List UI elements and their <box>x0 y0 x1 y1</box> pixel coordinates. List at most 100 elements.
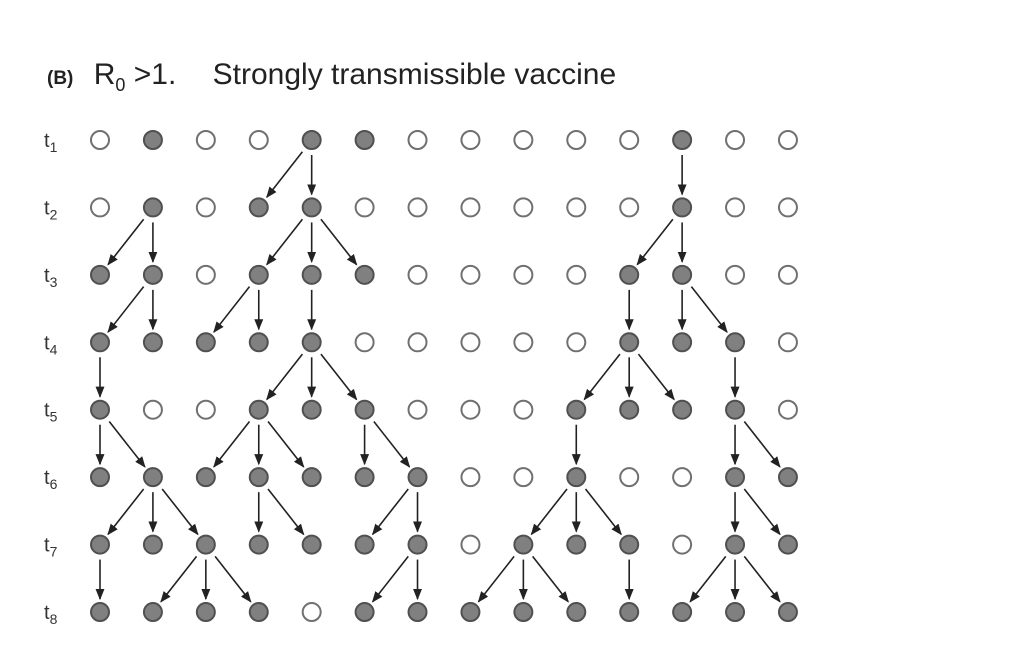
time-label: t1 <box>44 130 58 155</box>
susceptible-node <box>142 399 163 420</box>
r-condition: >1. <box>133 58 177 91</box>
infected-node <box>248 399 269 420</box>
transmission-arrow <box>371 488 409 536</box>
infected-node <box>195 602 216 623</box>
infected-node <box>672 264 693 285</box>
susceptible-node <box>619 130 640 150</box>
transmission-arrow <box>267 488 305 536</box>
infected-node <box>90 602 110 623</box>
time-label: t8 <box>44 602 58 627</box>
infected-node <box>619 264 640 285</box>
susceptible-node <box>460 399 481 420</box>
infected-node <box>354 264 375 285</box>
infected-node <box>142 467 163 488</box>
infected-node <box>407 602 428 623</box>
transmission-arrow <box>690 286 728 333</box>
infected-node <box>407 467 428 488</box>
r-subscript: 0 <box>115 75 126 95</box>
susceptible-node <box>672 467 693 488</box>
susceptible-node <box>195 130 216 150</box>
susceptible-node <box>777 197 798 218</box>
transmission-arrow <box>583 353 621 401</box>
susceptible-node <box>513 332 534 353</box>
infected-node <box>725 534 746 555</box>
transmission-arrow <box>743 421 781 468</box>
transmission-arrow <box>689 555 727 603</box>
infected-node <box>248 602 269 623</box>
susceptible-node <box>725 197 746 218</box>
infected-node <box>301 467 322 488</box>
infected-node <box>354 467 375 488</box>
susceptible-node <box>566 264 587 285</box>
infected-node <box>354 602 375 623</box>
susceptible-node <box>777 264 798 285</box>
susceptible-node <box>777 130 798 150</box>
infected-node <box>248 197 269 218</box>
transmission-arrow <box>267 421 305 468</box>
r-symbol: R <box>93 58 116 91</box>
title-text: Strongly transmissible vaccine <box>212 58 617 91</box>
transmission-arrow <box>160 555 198 603</box>
infected-node <box>566 534 587 555</box>
infected-node <box>354 399 375 420</box>
infected-node <box>566 467 587 488</box>
infected-node <box>672 130 693 150</box>
time-label: t6 <box>44 467 58 492</box>
transmission-arrow <box>531 555 569 603</box>
transmission-arrow <box>320 353 358 401</box>
transmission-arrow <box>107 488 145 536</box>
susceptible-node <box>513 467 534 488</box>
transmission-arrow <box>584 488 622 536</box>
susceptible-node <box>407 399 428 420</box>
infected-node <box>619 534 640 555</box>
infected-node <box>672 197 693 218</box>
transmission-arrow <box>213 421 251 468</box>
panel-label: (B) <box>47 68 74 89</box>
figure-title: (B) R0 >1. Strongly transmissible vaccin… <box>47 58 616 96</box>
transmission-arrow <box>320 218 358 266</box>
transmission-arrow <box>213 286 251 333</box>
transmission-arrow <box>266 218 304 266</box>
transmission-arrow <box>266 151 304 199</box>
transmission-arrow <box>743 555 781 603</box>
transmission-arrow <box>107 218 145 266</box>
infected-node <box>142 332 163 353</box>
susceptible-node <box>460 467 481 488</box>
susceptible-node <box>195 264 216 285</box>
infected-node <box>619 399 640 420</box>
time-label: t7 <box>44 535 58 560</box>
infected-node <box>725 332 746 353</box>
infected-node <box>90 534 110 555</box>
infected-node <box>725 467 746 488</box>
infected-node <box>672 332 693 353</box>
infected-node <box>777 602 798 623</box>
infected-node <box>566 602 587 623</box>
infected-node <box>195 534 216 555</box>
transmission-arrow <box>371 555 409 603</box>
infected-node <box>90 467 110 488</box>
infected-node <box>248 332 269 353</box>
transmission-arrow <box>214 555 252 603</box>
susceptible-node <box>460 264 481 285</box>
susceptible-node <box>248 130 269 150</box>
susceptible-node <box>407 130 428 150</box>
susceptible-node <box>672 534 693 555</box>
susceptible-node <box>725 130 746 150</box>
susceptible-node <box>513 399 534 420</box>
infected-node <box>407 534 428 555</box>
infected-node <box>301 130 322 150</box>
transmission-arrow <box>266 353 304 401</box>
susceptible-node <box>195 399 216 420</box>
susceptible-node <box>513 197 534 218</box>
susceptible-node <box>460 197 481 218</box>
infected-node <box>142 264 163 285</box>
infected-node <box>248 534 269 555</box>
infected-node <box>90 264 110 285</box>
infected-node <box>672 399 693 420</box>
infected-node <box>195 332 216 353</box>
infected-node <box>301 399 322 420</box>
infected-node <box>354 130 375 150</box>
infected-node <box>248 467 269 488</box>
susceptible-node <box>619 467 640 488</box>
